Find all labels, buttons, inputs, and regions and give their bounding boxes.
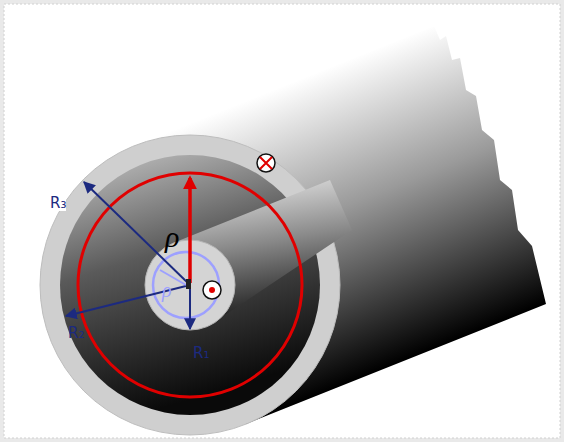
- radius-label: R₃: [50, 196, 66, 211]
- outer-conductor-ring: [40, 135, 340, 435]
- current-out-symbol: [203, 281, 221, 299]
- rho-label: ρ: [162, 280, 172, 300]
- radius-arrow: [189, 285, 191, 329]
- rho-label: ρ: [165, 222, 179, 252]
- radius-label: R₁: [193, 346, 209, 361]
- amperian-loop-outer: [78, 173, 302, 397]
- current-in-symbol: [257, 154, 275, 172]
- radius-label: R₂: [68, 326, 84, 341]
- panel: [4, 4, 560, 438]
- center-mark: [186, 279, 191, 289]
- dielectric-gap: [60, 155, 320, 415]
- radius-arrow: [84, 182, 190, 285]
- rho-arrow: [188, 178, 192, 283]
